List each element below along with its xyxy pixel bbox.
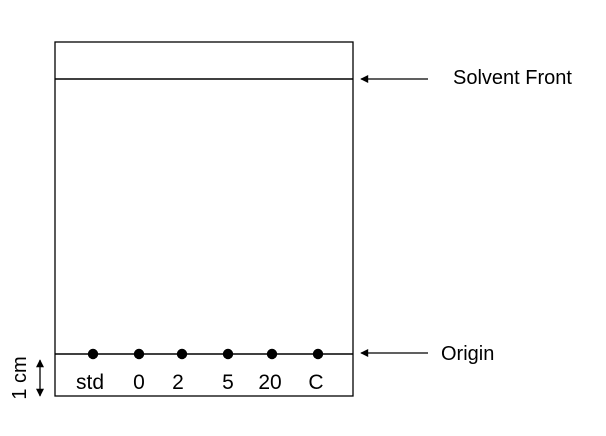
spot-C [312, 348, 324, 360]
spot-5 [222, 348, 234, 360]
lane-label-C: C [308, 371, 323, 394]
spot-std [87, 348, 99, 360]
distance-label: 1 cm [9, 356, 31, 399]
tlc-plate [54, 41, 354, 397]
spot-0 [133, 348, 145, 360]
lane-spots [87, 348, 324, 360]
lane-label-5: 5 [222, 371, 234, 394]
lane-labels: std 0 2 5 20 C [76, 371, 324, 394]
lane-label-20: 20 [258, 371, 281, 394]
origin-label: Origin [441, 343, 494, 365]
solvent-front-label: Solvent Front [453, 67, 572, 89]
spot-20 [266, 348, 278, 360]
lane-label-0: 0 [133, 371, 145, 394]
spot-2 [176, 348, 188, 360]
lane-label-2: 2 [172, 371, 184, 394]
lane-label-std: std [76, 371, 104, 394]
